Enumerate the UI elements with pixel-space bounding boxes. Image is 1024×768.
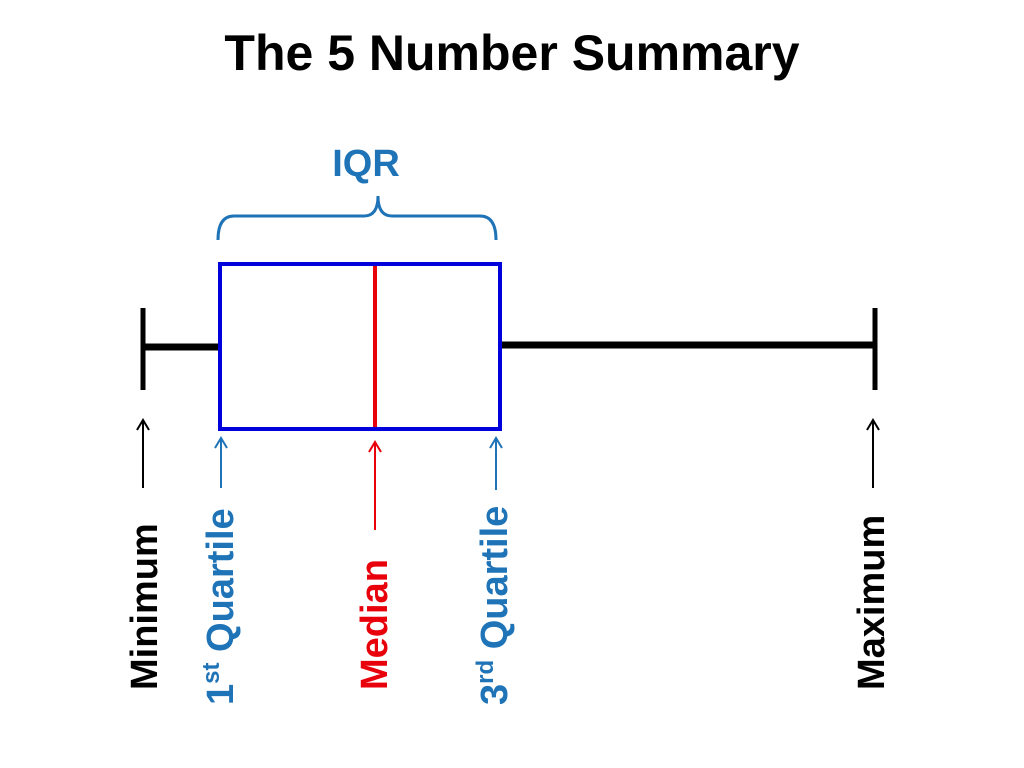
third-quartile-label: 3rd Quartile [472, 506, 516, 705]
iqr-brace [216, 195, 498, 241]
median-label: Median [354, 559, 396, 690]
minimum-arrow [136, 418, 150, 488]
slide-title: The 5 Number Summary [224, 25, 800, 81]
first-quartile-superscript: st [198, 663, 225, 684]
third-quartile-superscript: rd [472, 660, 499, 684]
first-quartile-number: 1 [200, 684, 242, 705]
third-quartile-word: Quartile [474, 506, 516, 660]
maximum-label: Maximum [851, 515, 893, 690]
first-quartile-word: Quartile [200, 508, 242, 662]
third-quartile-number: 3 [474, 684, 516, 705]
iqr-label: IQR [332, 143, 400, 185]
minimum-label: Minimum [124, 523, 166, 690]
median-arrow [368, 440, 382, 530]
third-quartile-arrow [489, 436, 503, 490]
iqr-box [218, 262, 502, 431]
first-quartile-label: 1st Quartile [198, 508, 242, 705]
first-quartile-arrow [214, 436, 228, 488]
maximum-arrow [866, 418, 880, 488]
